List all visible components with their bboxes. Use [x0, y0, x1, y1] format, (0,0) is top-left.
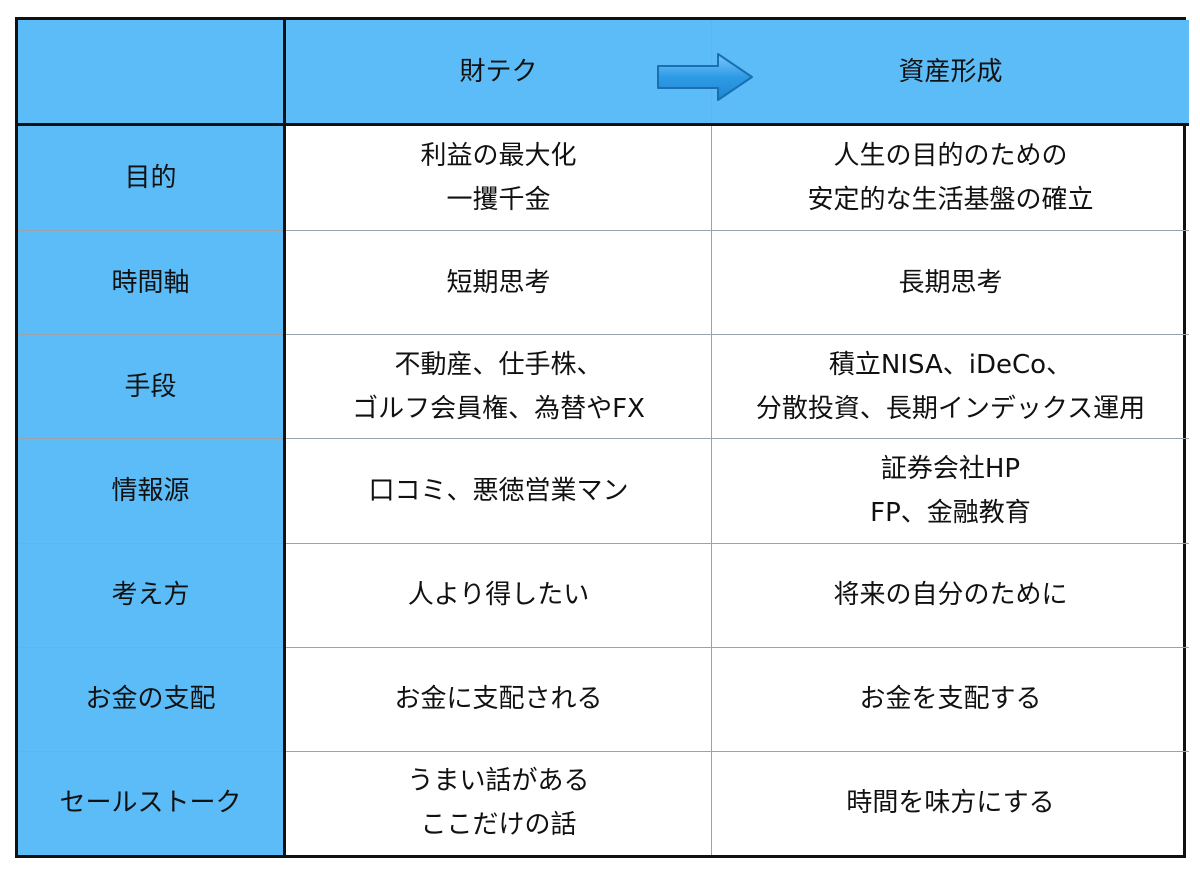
header-separator — [18, 123, 1189, 126]
row-timeframe-shisan: 長期思考 — [712, 230, 1189, 334]
header-corner-cell — [18, 20, 283, 123]
header-zaiteku: 財テク — [286, 20, 711, 123]
row-mindset-shisan: 将来の自分のために — [712, 542, 1189, 647]
row-sales-talk-zaiteku: うまい話がある ここだけの話 — [286, 750, 711, 855]
row-purpose-zaiteku: 利益の最大化 一攫千金 — [420, 141, 577, 216]
column-divider — [711, 438, 712, 543]
row-timeframe-zaiteku: 短期思考 — [286, 230, 711, 334]
row-label-money-control: お金の支配 — [18, 646, 283, 751]
row-info-source-shisan: 証券会社HP FP、金融教育 — [712, 438, 1189, 542]
header-shisan-keisei: 資産形成 — [712, 20, 1189, 123]
row-purpose-shisan: 人生の目的のための 安定的な生活基盤の確立 — [807, 141, 1094, 216]
comparison-table: 財テク 資産形成 目的 利益の最大化 一攫千金 人生の目的のための 安定的な生活… — [15, 17, 1189, 858]
row-info-source-zaiteku: 口コミ、悪徳営業マン — [286, 438, 711, 542]
column-divider — [711, 230, 712, 335]
column-divider — [711, 542, 712, 647]
row-money-control-zaiteku: お金に支配される — [286, 646, 711, 751]
right-arrow-icon — [657, 53, 753, 101]
column-divider — [283, 334, 286, 439]
row-label-info-source: 情報源 — [18, 438, 283, 543]
row-money-control-shisan: お金を支配する — [712, 646, 1189, 751]
row-label-sales-talk: セールストーク — [18, 750, 283, 855]
column-divider — [711, 750, 712, 855]
column-divider — [283, 646, 286, 751]
column-divider — [283, 20, 286, 123]
column-divider — [711, 126, 712, 231]
column-divider — [711, 334, 712, 439]
row-mindset-zaiteku: 人より得したい — [286, 542, 711, 647]
row-sales-talk-shisan: 時間を味方にする — [712, 750, 1189, 855]
column-divider — [283, 126, 286, 231]
column-divider — [283, 750, 286, 855]
row-label-timeframe: 時間軸 — [18, 230, 283, 335]
column-divider — [711, 646, 712, 751]
column-divider — [283, 542, 286, 647]
column-divider — [283, 230, 286, 335]
row-means-shisan: 積立NISA、iDeCo、 分散投資、長期インデックス運用 — [712, 334, 1189, 438]
row-label-mindset: 考え方 — [18, 542, 283, 647]
row-label-purpose: 目的 — [18, 126, 283, 231]
row-means-zaiteku: 不動産、仕手株、 ゴルフ会員権、為替やFX — [286, 334, 711, 438]
row-label-means: 手段 — [18, 334, 283, 439]
column-divider — [283, 438, 286, 543]
